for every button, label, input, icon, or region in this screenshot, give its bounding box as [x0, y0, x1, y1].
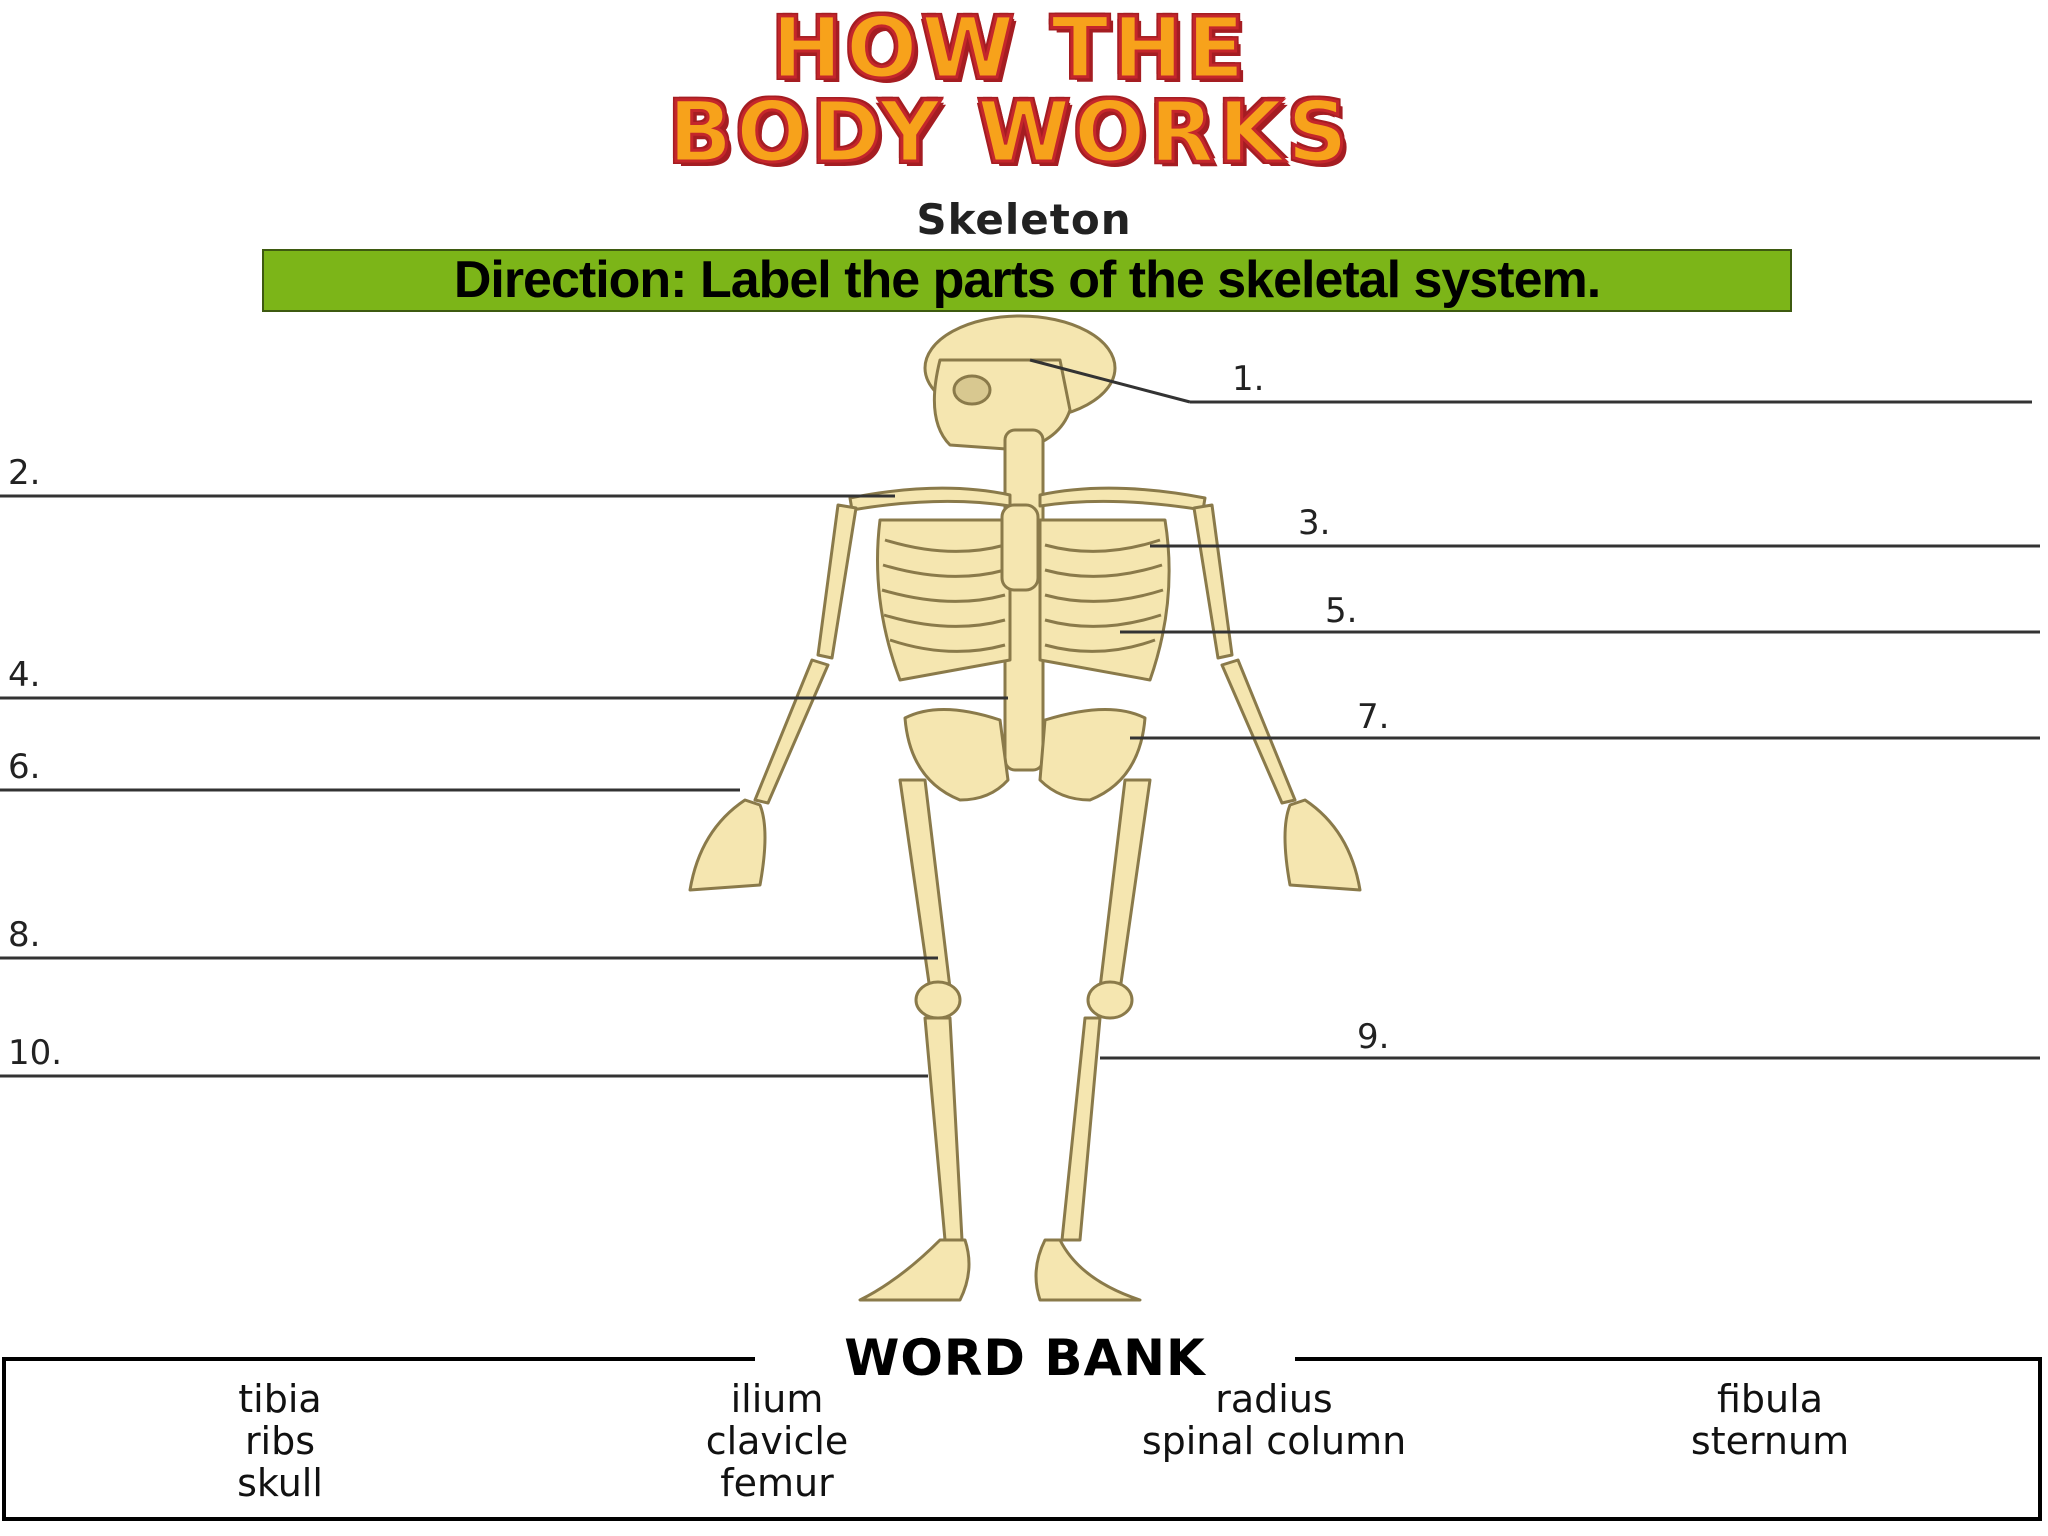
word-bank-item: ribs: [244, 1419, 316, 1463]
radius: [753, 658, 830, 805]
word-bank-item: clavicle: [705, 1419, 849, 1463]
word-bank-item: radius: [1215, 1377, 1333, 1421]
title-line-1: HOW THE: [770, 0, 1249, 97]
worksheet-title: HOW THE BODY WORKS: [440, 0, 1580, 181]
word-bank-item: skull: [237, 1461, 323, 1505]
word-bank-item: ilium: [730, 1377, 824, 1421]
label-1: 1.: [1232, 359, 1265, 399]
word-bank-item: tibia: [238, 1377, 322, 1421]
word-bank-item: fibula: [1717, 1377, 1823, 1421]
label-2: 2.: [8, 453, 41, 493]
word-bank-item: sternum: [1690, 1419, 1850, 1463]
label-3: 3.: [1298, 503, 1331, 543]
label-5: 5.: [1325, 591, 1358, 631]
word-bank-item: femur: [720, 1461, 834, 1505]
title-line-2: BODY WORKS: [667, 83, 1352, 181]
leader-1: [1029, 358, 1191, 404]
label-7: 7.: [1357, 697, 1390, 737]
ilium: [903, 707, 1010, 802]
label-4: 4.: [8, 655, 41, 695]
label-8: 8.: [8, 915, 41, 955]
label-9: 9.: [1357, 1017, 1390, 1057]
label-10: 10.: [8, 1033, 63, 1073]
subtitle: Skeleton: [916, 195, 1132, 244]
word-bank-item: spinal column: [1141, 1419, 1407, 1463]
label-6: 6.: [8, 747, 41, 787]
direction-banner: Direction: Label the parts of the skelet…: [262, 249, 1792, 312]
sternum: [1000, 503, 1040, 592]
word-bank-title: WORD BANK: [755, 1330, 1295, 1386]
fibula: [1060, 1016, 1102, 1242]
clavicle: [848, 486, 1012, 512]
tibia: [923, 1016, 964, 1242]
face: [932, 358, 1072, 452]
